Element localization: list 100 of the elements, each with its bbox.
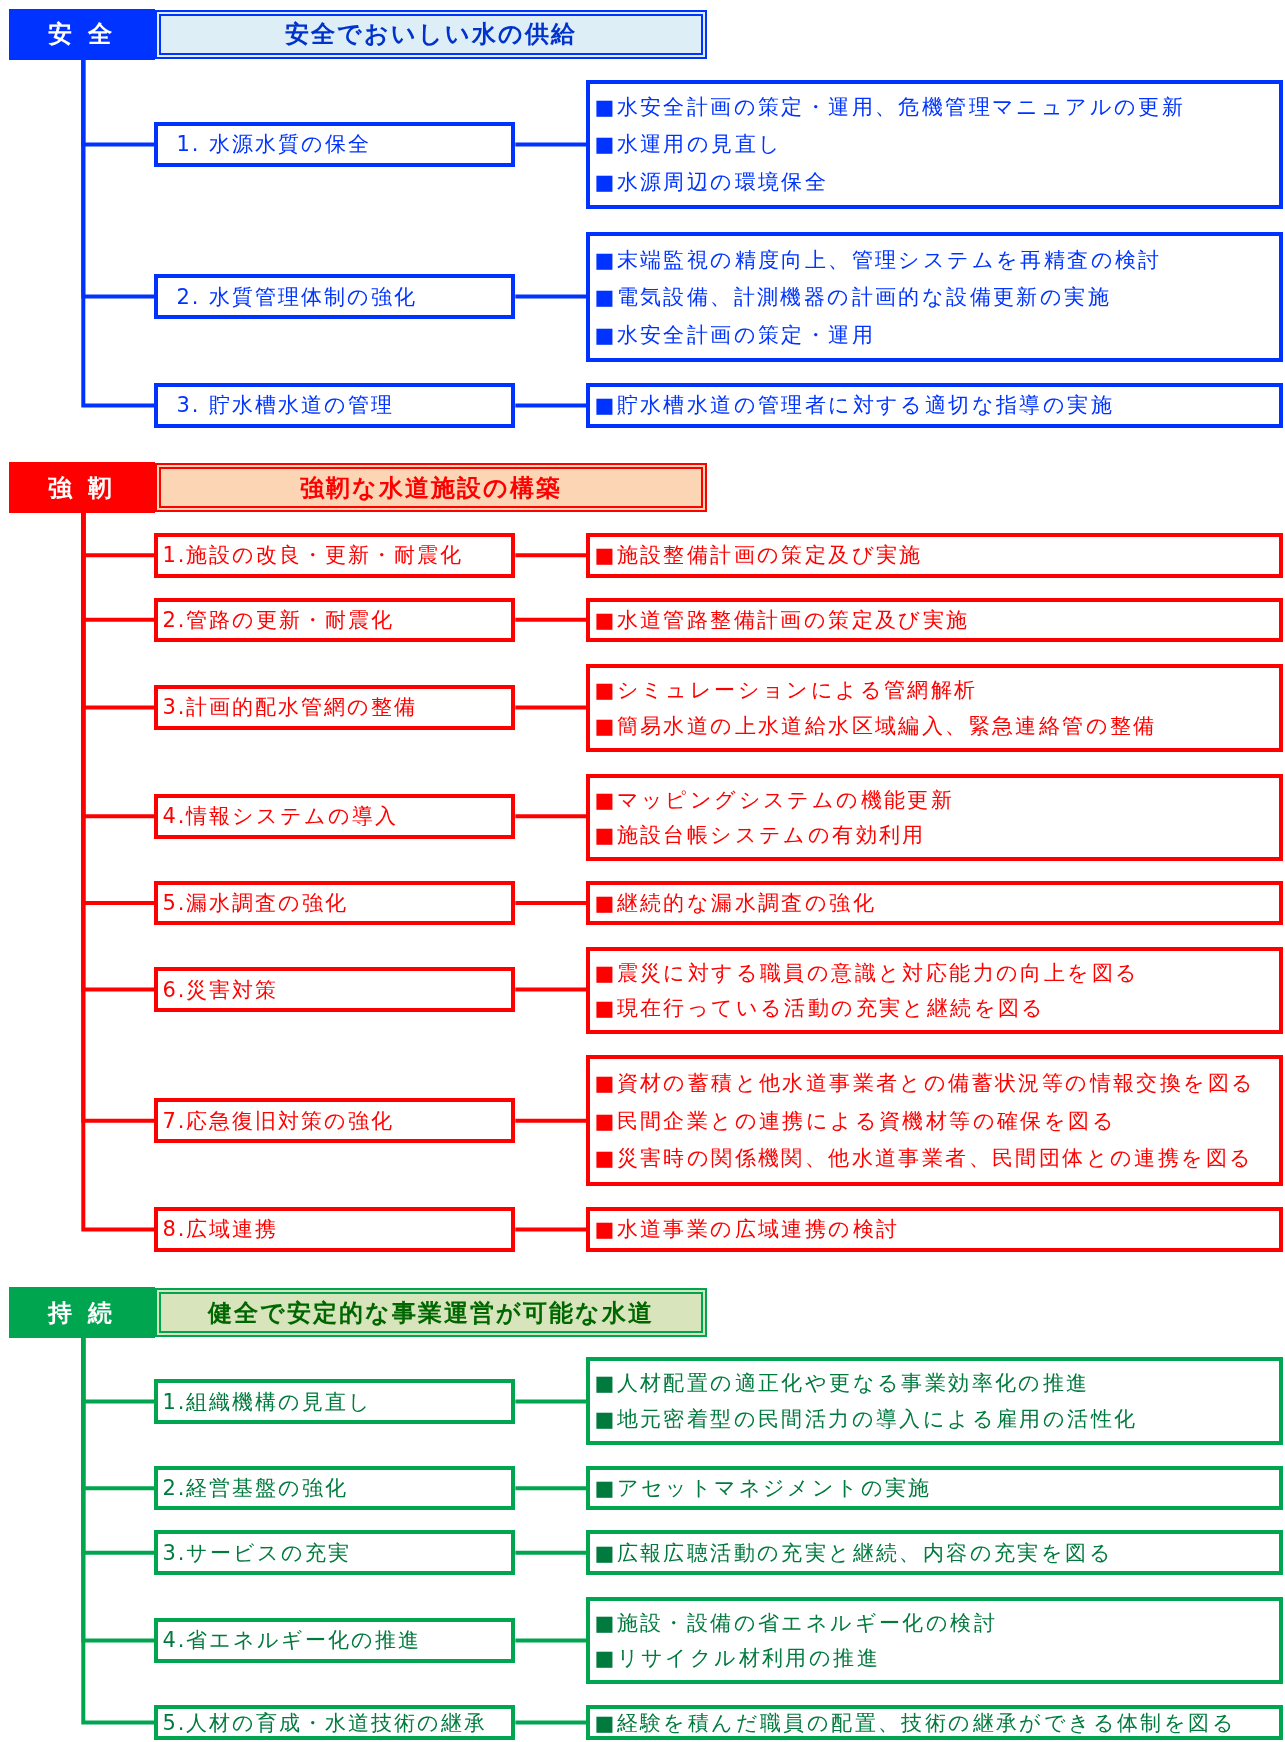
detail-box (586, 383, 1283, 428)
detail-text: ■水運用の見直し (594, 131, 784, 159)
item-label: 4.情報システムの導入 (162, 803, 399, 831)
item-label: 3.サービスの充実 (162, 1539, 352, 1567)
item-label: 1.施設の改良・更新・耐震化 (162, 542, 464, 570)
connector-line (515, 814, 587, 819)
item-label: 5.漏水調査の強化 (162, 889, 349, 917)
detail-text: ■経験を積んだ職員の配置、技術の継承ができる体制を図る (594, 1709, 1238, 1737)
connector-line (515, 987, 587, 992)
connector-line (515, 294, 587, 299)
detail-text: ■簡易水道の上水道給水区域編入、緊急連絡管の整備 (594, 712, 1158, 740)
item-label: 3.計画的配水管網の整備 (162, 694, 418, 722)
connector-line (515, 1227, 587, 1232)
detail-box (586, 664, 1283, 752)
detail-text: ■現在行っている活動の充実と継続を図る (594, 995, 1047, 1023)
item-label: 3. 貯水槽水道の管理 (176, 392, 395, 420)
tag-label: 持 続 (48, 1297, 117, 1329)
item-label: 1. 水源水質の保全 (176, 131, 372, 159)
detail-text: ■電気設備、計測機器の計画的な設備更新の実施 (594, 284, 1113, 312)
tag-label: 安 全 (48, 19, 117, 51)
detail-box (586, 1207, 1283, 1252)
connector-line (81, 1338, 155, 1725)
item-box (154, 1618, 516, 1663)
item-label: 5.人材の育成・水道技術の継承 (162, 1709, 488, 1737)
section-title-banner (155, 1288, 708, 1338)
item-box (154, 274, 516, 319)
item-box (154, 1379, 516, 1424)
detail-text: ■水道事業の広域連携の検討 (594, 1216, 901, 1244)
connector-line (515, 617, 587, 622)
item-label: 1.組織機構の見直し (162, 1388, 373, 1416)
connector-line (515, 553, 587, 558)
detail-box (586, 947, 1283, 1034)
item-label: 7.応急復旧対策の強化 (162, 1107, 395, 1135)
item-box (154, 1207, 516, 1252)
detail-box (586, 1466, 1283, 1511)
detail-text: ■継続的な漏水調査の強化 (594, 889, 878, 917)
detail-text: ■施設・設備の省エネルギー化の検討 (594, 1609, 999, 1637)
detail-text: ■資材の蓄積と他水道事業者との備蓄状況等の情報交換を図る (594, 1069, 1257, 1097)
item-label: 2.経営基盤の強化 (162, 1475, 349, 1503)
detail-box (586, 79, 1283, 209)
detail-text: ■アセットマネジメントの実施 (594, 1475, 933, 1503)
item-label: 8.広域連携 (162, 1216, 279, 1244)
detail-text: ■施設整備計画の策定及び実施 (594, 542, 924, 570)
connector-line (515, 1399, 587, 1404)
section-tag (8, 1287, 156, 1339)
detail-text: ■水安全計画の策定・運用、危機管理マニュアルの更新 (594, 94, 1187, 122)
detail-text: ■末端監視の精度向上、管理システムを再精査の検討 (594, 246, 1163, 274)
detail-text: ■地元密着型の民間活力の導入による雇用の活性化 (594, 1406, 1139, 1433)
detail-text: ■人材配置の適正化や更なる事業効率化の推進 (594, 1370, 1091, 1398)
item-box (154, 880, 516, 926)
item-label: 2. 水質管理体制の強化 (176, 283, 418, 311)
connector-line (515, 705, 587, 710)
detail-box (586, 1055, 1283, 1187)
detail-box (586, 880, 1283, 926)
section-title-banner (155, 463, 708, 512)
item-box (154, 1704, 516, 1741)
section-tag (8, 462, 156, 514)
detail-text: ■貯水槽水道の管理者に対する適切な指導の実施 (594, 392, 1116, 420)
item-label: 2.管路の更新・耐震化 (162, 606, 395, 634)
connector-line (515, 1486, 587, 1491)
section-tag (8, 8, 156, 60)
tag-label: 強 靭 (48, 472, 117, 504)
detail-text: ■広報広聴活動の充実と継続、内容の充実を図る (594, 1539, 1115, 1567)
item-box (154, 967, 516, 1012)
detail-text: ■施設台帳システムの有効利用 (594, 822, 927, 850)
detail-text: ■マッピングシステムの機能更新 (594, 786, 956, 814)
item-box (154, 1530, 516, 1575)
detail-text: ■リサイクル材利用の推進 (594, 1645, 882, 1673)
item-label: 4.省エネルギー化の推進 (162, 1627, 422, 1655)
detail-box (586, 232, 1283, 363)
banner-title: 強靭な水道施設の構築 (300, 472, 563, 504)
item-box (154, 122, 516, 167)
banner-title: 安全でおいしい水の供給 (285, 19, 578, 51)
detail-text: ■水道管路整備計画の策定及び実施 (594, 606, 971, 634)
detail-box (586, 1357, 1283, 1445)
item-box (154, 1466, 516, 1511)
detail-text: ■水安全計画の策定・運用 (594, 321, 877, 349)
detail-text: ■水源周辺の環境保全 (594, 168, 830, 196)
item-box (154, 794, 516, 839)
detail-box (586, 1597, 1283, 1684)
detail-box (586, 533, 1283, 578)
connector-line (81, 513, 155, 1232)
connector-line (515, 1118, 587, 1123)
detail-text: ■シミュレーションによる管網解析 (594, 677, 979, 705)
item-box (154, 533, 516, 578)
item-box (154, 383, 516, 428)
banner-title: 健全で安定的な事業運営が可能な水道 (208, 1297, 655, 1329)
detail-text: ■災害時の関係機関、他水道事業者、民間団体との連携を図る (594, 1145, 1255, 1173)
item-box (154, 685, 516, 730)
detail-box (586, 774, 1283, 861)
section-title-banner (155, 10, 708, 59)
connector-line (515, 1550, 587, 1555)
detail-box (586, 597, 1283, 642)
detail-box (586, 1704, 1283, 1741)
detail-text: ■民間企業との連携による資機材等の確保を図る (594, 1107, 1118, 1135)
connector-line (515, 1638, 587, 1643)
connector-line (515, 1720, 587, 1725)
connector-line (515, 142, 587, 147)
item-box (154, 1098, 516, 1143)
detail-box (586, 1530, 1283, 1575)
